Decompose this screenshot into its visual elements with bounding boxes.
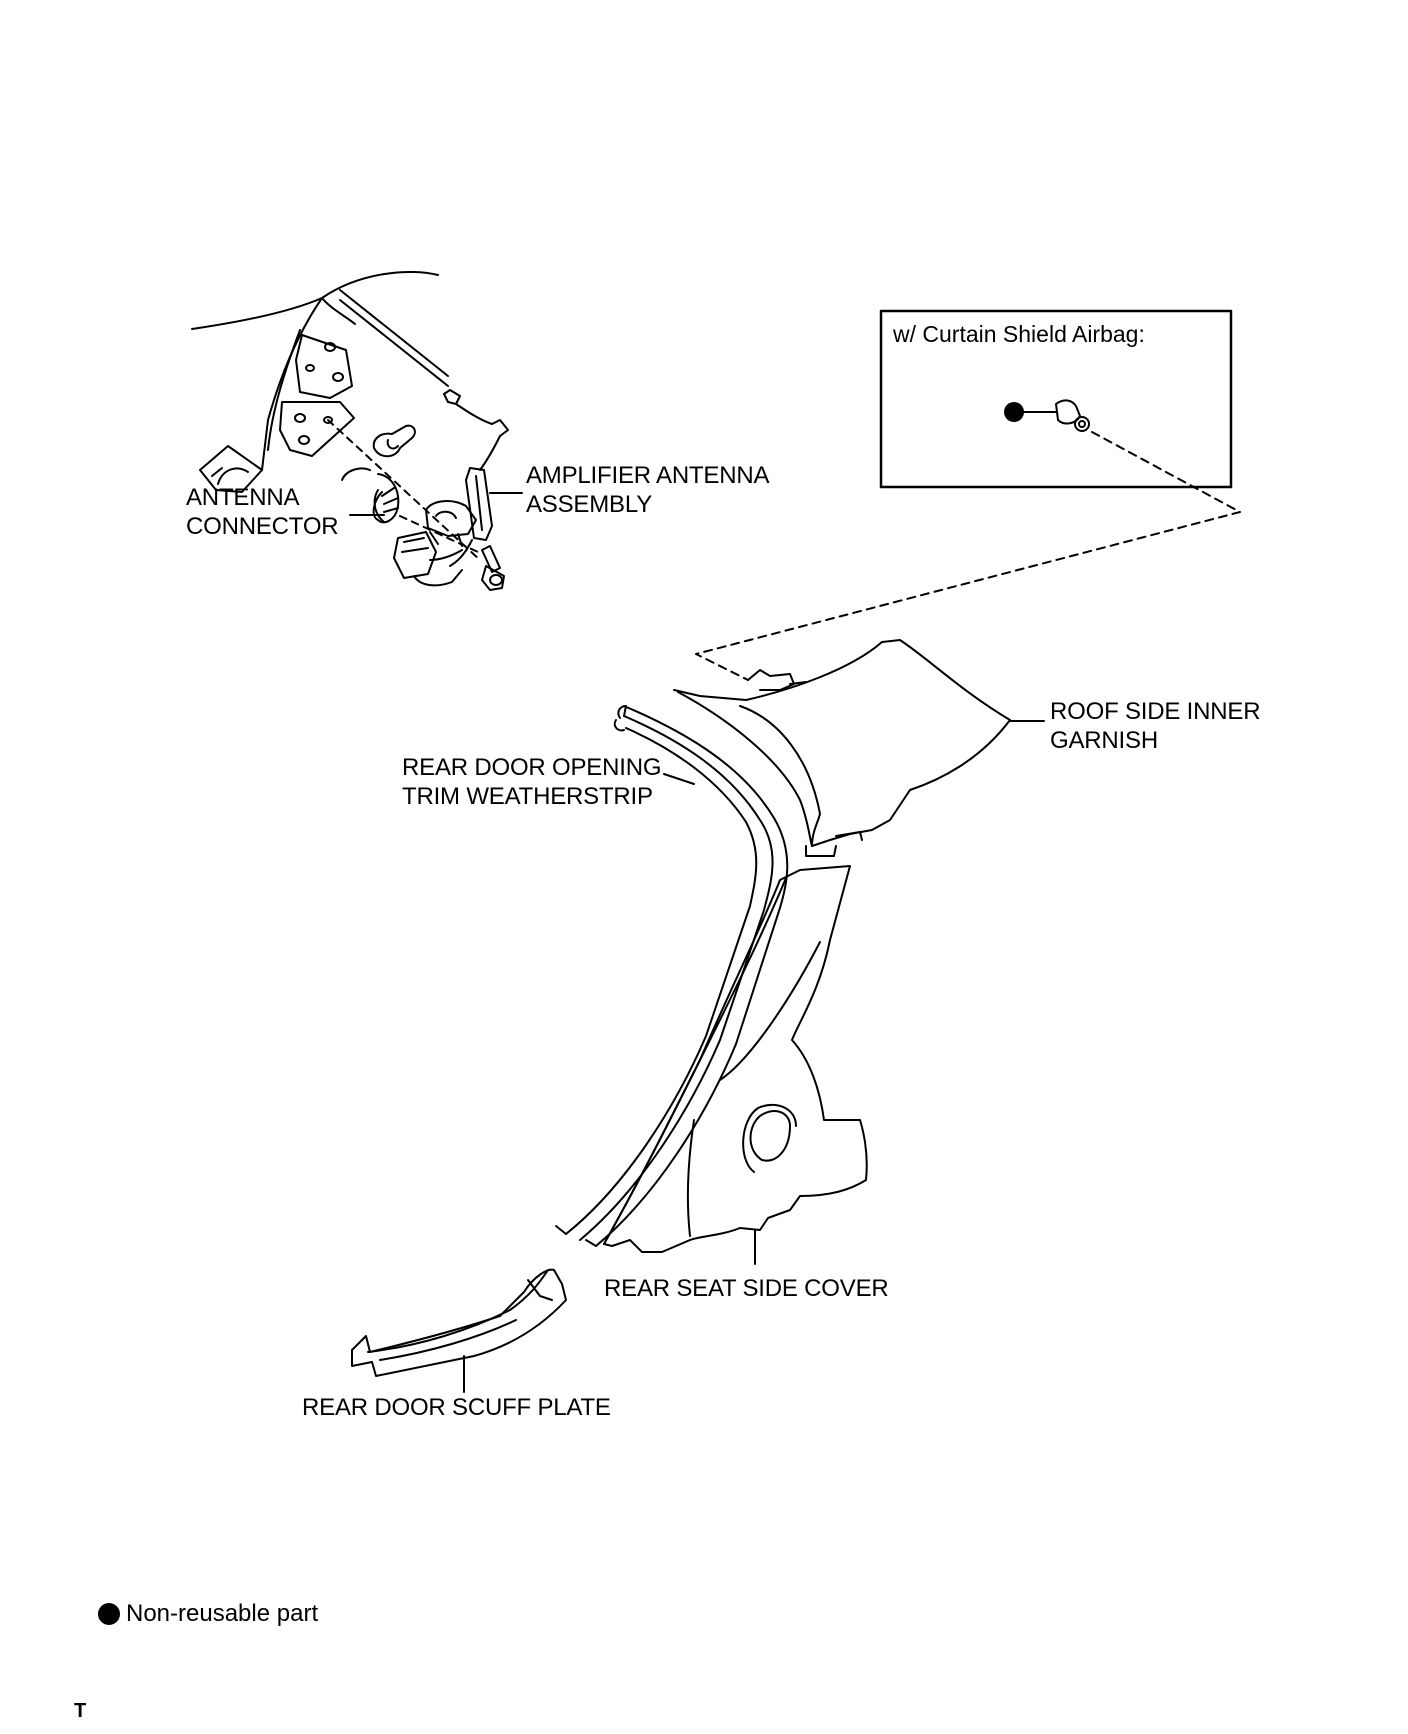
rear-seat-side-cover [604, 866, 867, 1252]
bolt-icon [482, 546, 504, 590]
label-antenna-connector: ANTENNA CONNECTOR [186, 484, 339, 540]
roof-side-inner-garnish [674, 640, 1010, 856]
connector-plug [394, 532, 462, 585]
mounting-bracket-lower [280, 402, 354, 456]
label-rear-seat-side-cover: REAR SEAT SIDE COVER [604, 1275, 889, 1302]
inset-box [881, 311, 1231, 487]
amplifier-antenna-assembly-part [426, 390, 508, 566]
legend-text: Non-reusable part [126, 1600, 319, 1627]
label-rear-door-scuff-plate: REAR DOOR SCUFF PLATE [302, 1394, 611, 1421]
legend: Non-reusable part [98, 1600, 318, 1628]
inset-leader-dashed [696, 432, 1240, 680]
inset-clip [1004, 400, 1089, 431]
body-panel-outline [192, 272, 448, 470]
inset-title: w/ Curtain Shield Airbag: [893, 321, 1145, 347]
rear-door-scuff-plate [352, 1270, 566, 1376]
rear-door-opening-trim-weatherstrip [556, 706, 787, 1246]
corner-mark: T [74, 1700, 87, 1722]
connector-clip-left [200, 446, 262, 492]
antenna-connector-part [342, 468, 398, 522]
label-roof-side-inner-garnish: ROOF SIDE INNER GARNISH [1050, 698, 1261, 754]
mounting-bracket-upper [296, 335, 352, 398]
dashed-line-bolt [400, 516, 478, 552]
label-rear-door-opening-trim-weatherstrip: REAR DOOR OPENING TRIM WEATHERSTRIP [402, 754, 662, 810]
alignment-dashed-line [328, 420, 480, 560]
filled-circle-icon [98, 1603, 120, 1625]
leader-weatherstrip [664, 774, 694, 784]
label-amplifier-antenna-assembly: AMPLIFIER ANTENNA ASSEMBLY [526, 462, 770, 518]
small-clip [374, 426, 415, 457]
